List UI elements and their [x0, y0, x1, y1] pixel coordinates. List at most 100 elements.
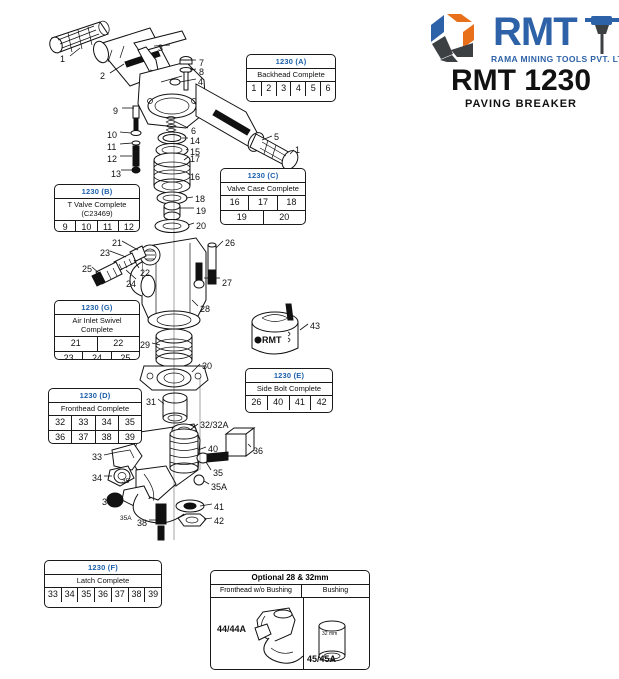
table-D-name: Fronthead Complete: [49, 402, 141, 415]
part-number-cell[interactable]: 22: [96, 337, 140, 351]
part-number-cell[interactable]: 35: [117, 416, 141, 430]
part-number-cell[interactable]: 5: [305, 82, 320, 96]
callout-3: 3: [158, 43, 164, 53]
part-number-cell[interactable]: 26: [251, 397, 262, 407]
parts-6-16-valve-stack: [153, 116, 191, 194]
part-number-cell[interactable]: 41: [288, 396, 311, 410]
part-number-cell[interactable]: 38: [94, 431, 118, 443]
table-G-title: 1230 (G): [81, 303, 113, 312]
callout-small-35: 35: [122, 478, 130, 485]
part-number-cell[interactable]: 34: [60, 588, 78, 602]
callout-10: 10: [107, 130, 118, 140]
callout-35A: 35A: [211, 482, 228, 492]
callout-6: 6: [191, 126, 197, 136]
callout-38: 38: [137, 518, 148, 528]
part-number-cell[interactable]: 24: [82, 352, 110, 359]
breaker-tool-icon: [585, 12, 619, 60]
callout-15: 15: [190, 147, 201, 157]
optional-fronthead-drawing: [254, 607, 304, 664]
logo-tagline: RAMA MINING TOOLS PVT. LTD: [491, 54, 619, 64]
callout-29: 29: [140, 340, 151, 350]
part-number-cell[interactable]: 42: [310, 396, 332, 410]
part-number-cell[interactable]: 11: [96, 221, 118, 231]
optional-col-left-header: Fronthead w/o Bushing: [211, 585, 302, 597]
model-subtitle: PAVING BREAKER: [465, 98, 577, 110]
callout-18: 18: [195, 194, 206, 204]
part-number-cell[interactable]: 19: [236, 212, 247, 222]
callout-19: 19: [196, 206, 207, 216]
callout-30: 30: [202, 361, 213, 371]
callout-35: 35: [213, 468, 224, 478]
part-number-cell[interactable]: 3: [275, 82, 291, 96]
table-C-title: 1230 (C): [247, 171, 279, 180]
part-number-cell[interactable]: 23: [63, 353, 74, 360]
part-number-cell[interactable]: 35: [77, 588, 94, 602]
part-number-cell[interactable]: 16: [229, 197, 240, 207]
part-number-cell[interactable]: 6: [320, 82, 335, 96]
model-title: RMT 1230: [450, 64, 592, 97]
part-number-cell[interactable]: 32: [55, 417, 66, 427]
callout-12: 12: [107, 154, 118, 164]
part-number-cell[interactable]: 4: [290, 82, 305, 96]
optional-col-right-header: Bushing: [322, 587, 349, 594]
callout-24: 24: [126, 279, 137, 289]
part-1-grip-left: [49, 20, 110, 54]
part-number-cell[interactable]: 25: [110, 352, 139, 359]
brand-header: RMT RAMA MINING TOOLS PVT. LTD RMT 1230 …: [419, 6, 619, 114]
part-number-cell[interactable]: 21: [70, 338, 81, 348]
rmt-hexagon-logo-icon: [427, 10, 489, 64]
part-number-cell[interactable]: 2: [260, 82, 276, 96]
callout-32-32A: 32/32A: [200, 420, 229, 430]
callout-13: 13: [111, 169, 122, 179]
part-number-cell[interactable]: 10: [75, 221, 96, 231]
part-number-cell[interactable]: 34: [94, 416, 118, 430]
exploded-parts-drawing: RMT: [49, 20, 309, 541]
part-number-cell[interactable]: 39: [117, 431, 141, 443]
parts-9-13-bolt-stack: [130, 105, 142, 174]
part-number-cell[interactable]: 18: [276, 196, 305, 210]
table-C-name: Valve Case Complete: [221, 182, 305, 195]
part-number-cell[interactable]: 38: [127, 588, 145, 602]
callout-5: 5: [274, 132, 280, 142]
callout-26: 26: [225, 238, 236, 248]
optional-bushing-drawing: 32 mm: [318, 620, 346, 662]
table-E-name: Side Bolt Complete: [246, 382, 332, 395]
part-number-cell[interactable]: 33: [71, 416, 94, 430]
backhead-body: [137, 61, 207, 129]
table-G-row: 21 22: [55, 336, 139, 351]
part-number-cell[interactable]: 37: [110, 588, 128, 602]
parts-35-35A-pins: [193, 451, 229, 486]
callout-23: 23: [100, 248, 111, 258]
part-number-cell[interactable]: 1: [251, 83, 257, 93]
part-number-cell[interactable]: 20: [262, 211, 306, 224]
callout-14: 14: [190, 136, 201, 146]
callout-11: 11: [107, 142, 117, 152]
part-number-cell[interactable]: 40: [266, 396, 289, 410]
part-number-cell[interactable]: 39: [144, 588, 161, 602]
callout-2: 2: [100, 71, 106, 81]
callout-36: 36: [253, 446, 264, 456]
part-number-cell[interactable]: 36: [94, 588, 111, 602]
callout-28: 28: [200, 304, 211, 314]
callout-25: 25: [82, 264, 93, 274]
part-number-cell[interactable]: 36: [55, 432, 66, 442]
callout-1: 1: [295, 145, 301, 155]
optional-divider: [303, 598, 304, 670]
part-number-cell[interactable]: 37: [71, 431, 94, 443]
part-number-cell[interactable]: 12: [117, 221, 139, 231]
callout-21: 21: [112, 238, 123, 248]
logo-wordmark: RMT: [493, 10, 578, 54]
svg-text:32 mm: 32 mm: [322, 631, 337, 637]
part-number-cell[interactable]: 33: [47, 589, 58, 599]
part-number-cell[interactable]: 17: [248, 196, 276, 210]
part-number-cell[interactable]: 9: [62, 222, 68, 232]
